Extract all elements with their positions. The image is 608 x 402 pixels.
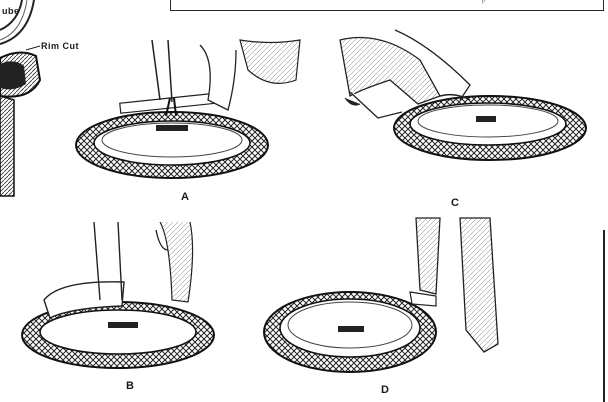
tube-label: ube bbox=[2, 6, 20, 16]
rim-cross-section bbox=[0, 0, 40, 196]
step-a-label: A bbox=[181, 191, 189, 203]
caption-fragment: p bbox=[482, 0, 485, 4]
step-d-label: D bbox=[381, 384, 389, 396]
step-d-drawing bbox=[264, 218, 498, 372]
step-b-label: B bbox=[126, 380, 134, 392]
caption-box: p bbox=[170, 0, 604, 11]
step-c-label: C bbox=[451, 197, 459, 209]
step-a-drawing bbox=[76, 40, 300, 178]
rim-cut-label: Rim Cut bbox=[41, 41, 79, 51]
step-b-drawing bbox=[22, 222, 214, 368]
step-c-drawing bbox=[340, 30, 586, 160]
